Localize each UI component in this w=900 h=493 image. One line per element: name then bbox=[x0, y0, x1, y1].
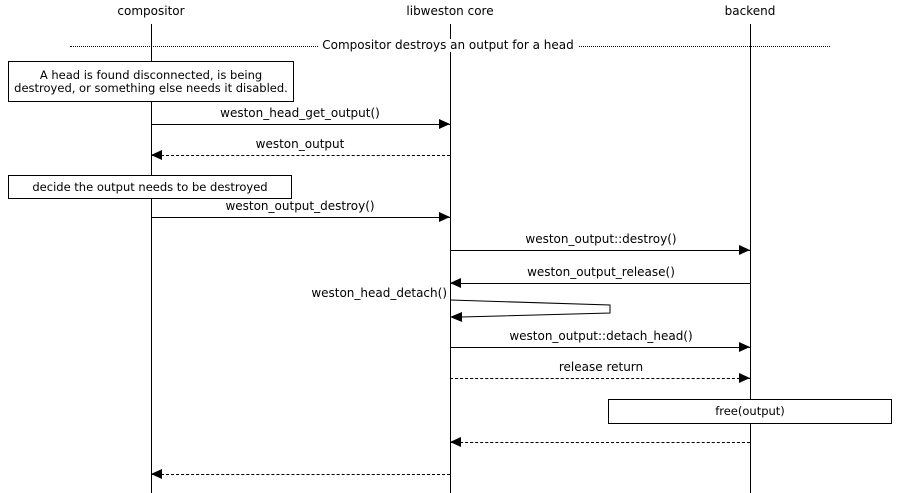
msg-weston-output-release-label: weston_output_release() bbox=[527, 265, 675, 279]
separator-label: Compositor destroys an output for a head bbox=[318, 39, 578, 52]
msg-weston-head-get-output-line bbox=[151, 124, 450, 125]
note-decide-destroy: decide the output needs to be destroyed bbox=[8, 175, 292, 199]
msg-weston-head-detach-loop bbox=[449, 299, 611, 322]
lifeline-libweston-core bbox=[450, 24, 451, 493]
msg-weston-output-release-arrowhead bbox=[450, 278, 461, 288]
msg-release-return-line bbox=[450, 378, 750, 379]
msg-core-return-line bbox=[151, 474, 450, 475]
note-free-output-text: free(output) bbox=[715, 404, 785, 418]
actor-label-backend: backend bbox=[724, 4, 776, 18]
msg-weston-output-return-arrowhead bbox=[151, 150, 162, 160]
msg-core-return-arrowhead bbox=[151, 469, 162, 479]
msg-weston-output-detach-head-label: weston_output::detach_head() bbox=[509, 329, 693, 343]
msg-weston-output-destroy-arrowhead bbox=[439, 212, 450, 222]
note-free-output: free(output) bbox=[608, 399, 892, 424]
msg-backend-return-line bbox=[450, 442, 750, 443]
msg-weston-output-destroy-vfunc-line bbox=[450, 250, 750, 251]
actor-label-libweston-core: libweston core bbox=[406, 4, 494, 18]
note-head-disconnected: A head is found disconnected, is being d… bbox=[8, 61, 294, 102]
msg-weston-output-destroy-line bbox=[151, 217, 450, 218]
note-head-disconnected-text: A head is found disconnected, is being d… bbox=[14, 67, 288, 95]
msg-weston-output-release-line bbox=[450, 283, 750, 284]
msg-weston-output-destroy-label: weston_output_destroy() bbox=[225, 199, 375, 213]
msg-weston-head-detach-label: weston_head_detach() bbox=[311, 286, 447, 300]
msg-backend-return-arrowhead bbox=[450, 437, 461, 447]
lifeline-backend bbox=[750, 24, 751, 493]
note-decide-destroy-text: decide the output needs to be destroyed bbox=[32, 179, 268, 194]
lifeline-compositor bbox=[151, 24, 152, 493]
msg-weston-head-get-output-arrowhead bbox=[439, 119, 450, 129]
msg-release-return-label: release return bbox=[558, 360, 644, 374]
msg-weston-output-detach-head-line bbox=[450, 347, 750, 348]
actor-label-compositor: compositor bbox=[117, 4, 185, 18]
msg-weston-output-return-label: weston_output bbox=[255, 137, 345, 151]
msg-weston-head-get-output-label: weston_head_get_output() bbox=[220, 106, 380, 120]
msg-weston-output-detach-head-arrowhead bbox=[739, 342, 750, 352]
msg-weston-output-destroy-vfunc-label: weston_output::destroy() bbox=[525, 232, 677, 246]
msg-release-return-arrowhead bbox=[739, 373, 750, 383]
msg-weston-output-destroy-vfunc-arrowhead bbox=[739, 245, 750, 255]
msg-weston-output-return-line bbox=[151, 155, 450, 156]
